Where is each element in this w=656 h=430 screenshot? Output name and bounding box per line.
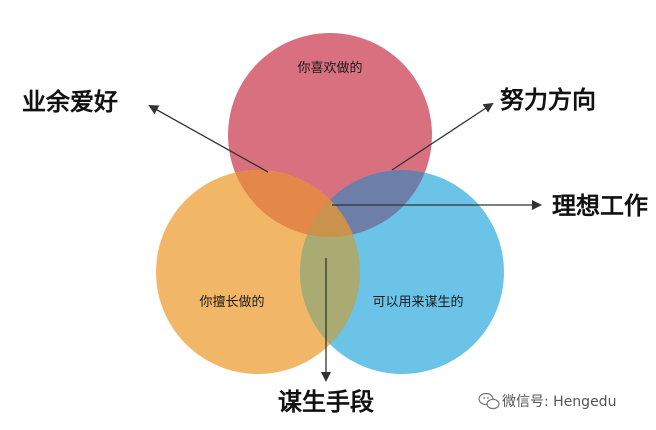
watermark-text: 微信号: Hengedu (502, 394, 616, 410)
label-livelihood: 谋生手段 (278, 388, 374, 416)
label-hobby: 业余爱好 (22, 88, 118, 116)
arrow-direction (391, 102, 494, 171)
label-ideal-job: 理想工作 (552, 192, 648, 220)
label-direction: 努力方向 (500, 86, 596, 114)
label-love: 你喜欢做的 (297, 60, 362, 76)
label-paid: 可以用来谋生的 (372, 294, 463, 310)
label-good: 你擅长做的 (199, 294, 264, 310)
arrow-hobby (148, 105, 269, 173)
overlap-love-good (228, 170, 360, 237)
overlap-love-paid (300, 170, 432, 237)
wechat-icon (478, 392, 500, 410)
